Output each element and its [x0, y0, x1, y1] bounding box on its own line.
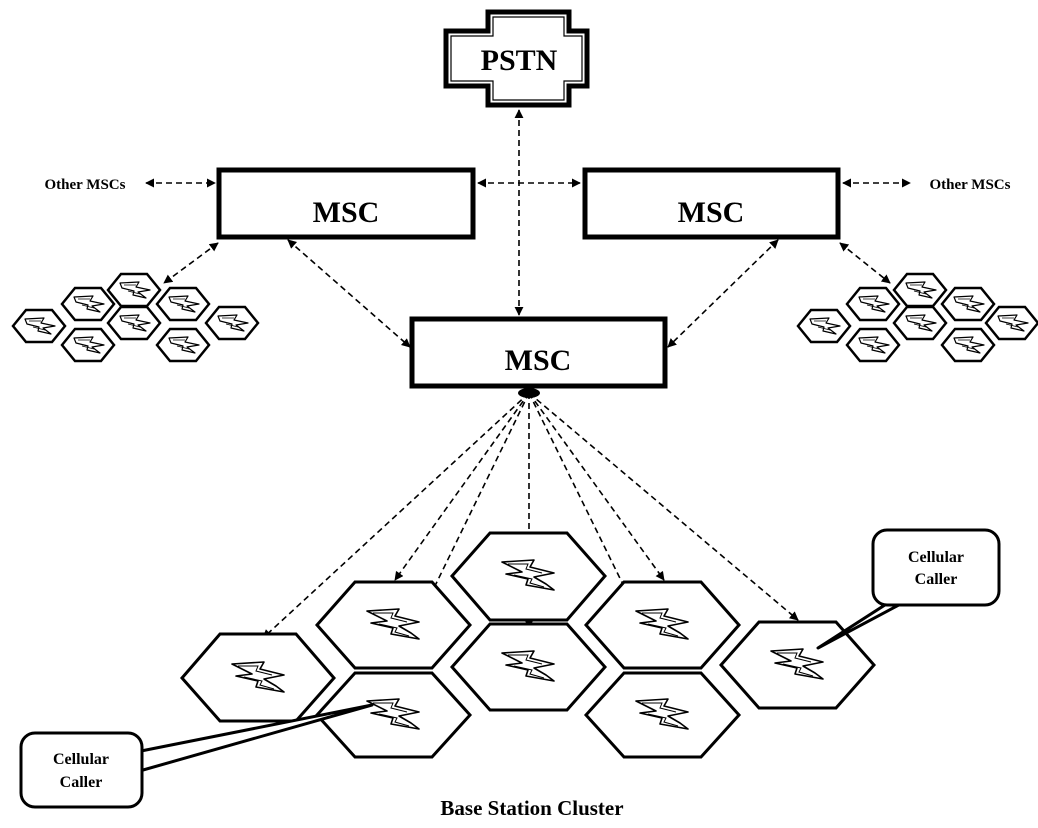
pstn-node: PSTN [443, 9, 590, 108]
base-station-cell-3 [314, 671, 473, 759]
link-msc-cell-5 [528, 392, 665, 581]
small-cell-icon [845, 327, 901, 363]
callout-right-line1: Cellular [908, 549, 964, 566]
base-station-cell-1 [180, 632, 336, 723]
link-msc-right-cluster-right [839, 242, 891, 284]
small-cell-icon [940, 286, 996, 322]
other-mscs-left-label: Other MSCs [45, 177, 126, 193]
cell-cluster-left [11, 272, 260, 363]
link-msc-left-msc-center [287, 239, 411, 348]
base-station-cell-4 [450, 531, 607, 622]
small-cell-icon [845, 286, 901, 322]
link-msc-cell-2 [394, 392, 530, 581]
base-station-cell-8 [718, 620, 877, 710]
msc-right: MSC [582, 167, 841, 240]
small-cell-icon [892, 305, 948, 341]
small-cell-icon [984, 305, 1038, 341]
link-msc-cell-1 [262, 392, 530, 639]
small-cell-icon [155, 286, 211, 322]
cell-cluster-right [796, 272, 1038, 363]
small-cell-icon [155, 327, 211, 363]
small-cell-icon [940, 327, 996, 363]
small-cell-icon [11, 308, 67, 344]
msc-center-label: MSC [505, 344, 572, 377]
base-station-cell-7 [583, 671, 742, 759]
msc-center: MSC [409, 316, 668, 389]
small-cell-icon [60, 286, 116, 322]
cellular-caller-callout-left: Cellular Caller [19, 703, 374, 809]
link-msc-left-cluster-left [163, 242, 219, 284]
small-cell-icon [106, 305, 162, 341]
small-cell-icon [892, 272, 948, 308]
msc-left-label: MSC [313, 196, 380, 229]
base-station-cluster [180, 531, 877, 759]
link-msc-right-msc-center [667, 239, 779, 348]
base-station-cell-2 [314, 580, 473, 670]
small-cell-icon [60, 327, 116, 363]
msc-left: MSC [216, 167, 476, 240]
other-mscs-right-label: Other MSCs [930, 177, 1011, 193]
base-station-cell-5 [449, 622, 608, 712]
base-station-cell-6 [583, 580, 742, 670]
pstn-label: PSTN [481, 44, 558, 77]
cellular-caller-callout-right: Cellular Caller [816, 528, 1001, 650]
small-cell-icon [796, 308, 852, 344]
callout-left-line1: Cellular [53, 751, 109, 768]
diagram-caption: Base Station Cluster [440, 796, 623, 820]
link-msc-cell-7 [528, 392, 799, 621]
callout-right-line2: Caller [915, 571, 958, 588]
small-cell-icon [204, 305, 260, 341]
msc-right-label: MSC [678, 196, 745, 229]
callout-left-line2: Caller [60, 774, 103, 791]
small-cell-icon [106, 272, 162, 308]
